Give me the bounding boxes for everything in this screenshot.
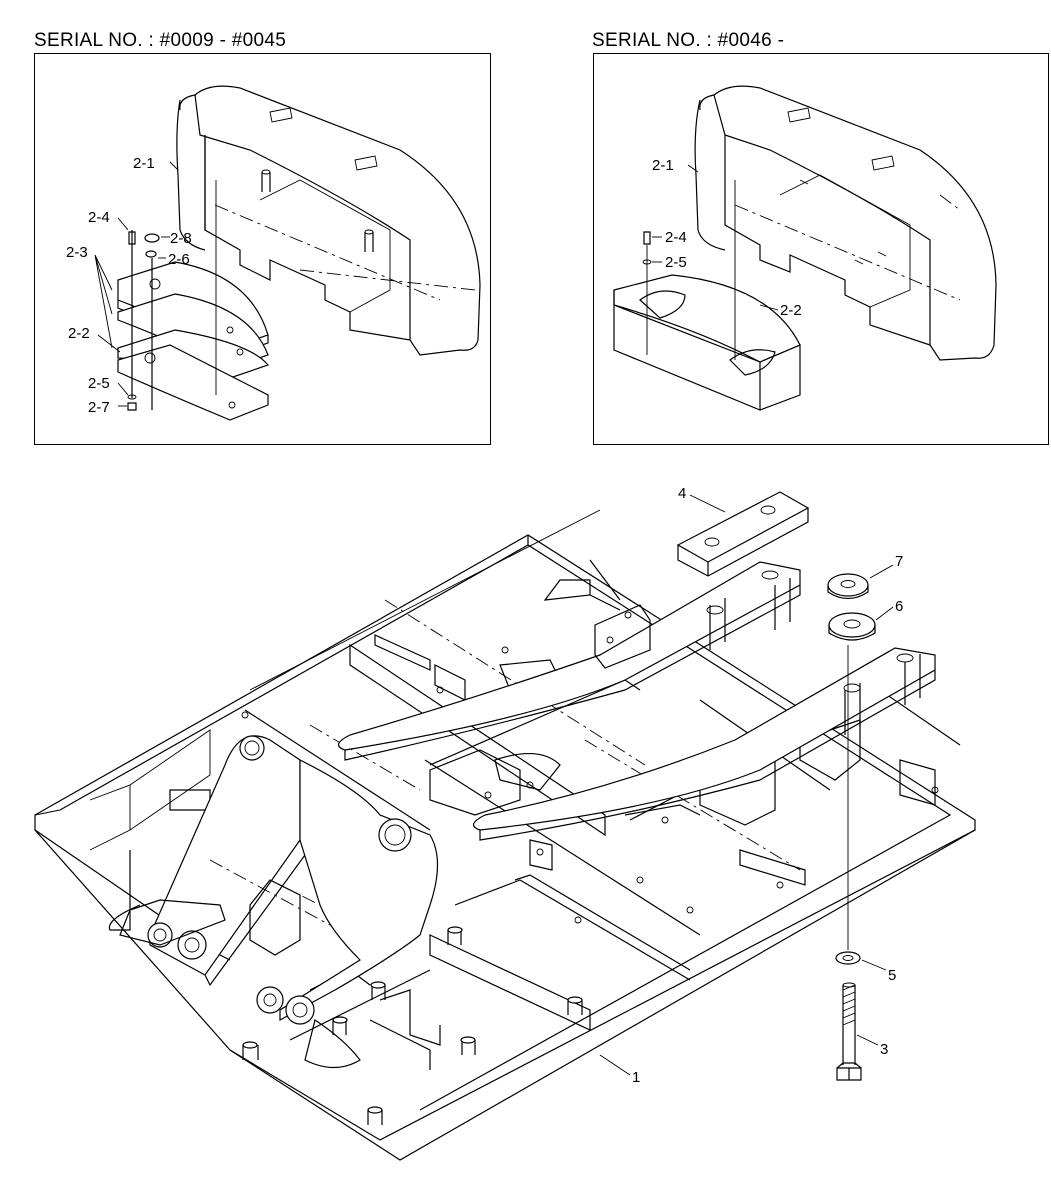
callout-left-2-7: 2-7 bbox=[88, 399, 110, 416]
detail-frame-right bbox=[593, 53, 1049, 445]
left-bolt-and-nut bbox=[127, 180, 217, 411]
callout-right-2-1: 2-1 bbox=[652, 157, 674, 174]
right-leaders bbox=[652, 164, 779, 311]
parts-5-6-7-hardware bbox=[827, 573, 876, 1081]
callout-right-2-5: 2-5 bbox=[665, 254, 687, 271]
upper-frame-outline bbox=[34, 509, 976, 1161]
callout-left-2-8: 2-8 bbox=[170, 230, 192, 247]
left-plates bbox=[117, 261, 270, 421]
callout-left-2-2: 2-2 bbox=[68, 325, 90, 342]
part-4-spacer bbox=[676, 491, 810, 577]
callout-main-6: 6 bbox=[895, 598, 903, 615]
callout-right-2-2: 2-2 bbox=[780, 302, 802, 319]
frame-posts bbox=[241, 646, 939, 1125]
right-bolt bbox=[642, 231, 652, 265]
serial-header-left: SERIAL NO. : #0009 - #0045 bbox=[34, 30, 287, 51]
right-block bbox=[613, 180, 801, 411]
callout-left-2-3: 2-3 bbox=[66, 244, 88, 261]
serial-header-right: SERIAL NO. : #0046 - bbox=[592, 30, 785, 51]
callout-main-3: 3 bbox=[880, 1041, 888, 1058]
callout-main-7: 7 bbox=[895, 553, 903, 570]
callout-left-2-1: 2-1 bbox=[133, 155, 155, 172]
callout-left-2-4: 2-4 bbox=[88, 209, 110, 226]
boom-bracket bbox=[119, 735, 439, 1025]
callout-main-5: 5 bbox=[888, 967, 896, 984]
callout-left-2-6: 2-6 bbox=[168, 251, 190, 268]
callout-left-2-5: 2-5 bbox=[88, 375, 110, 392]
swing-beams bbox=[338, 561, 936, 841]
left-leaders bbox=[94, 161, 179, 407]
callout-right-2-4: 2-4 bbox=[665, 229, 687, 246]
left-counterweight bbox=[176, 85, 481, 356]
main-leaders bbox=[599, 494, 894, 1076]
callout-main-1: 1 bbox=[632, 1069, 640, 1086]
callout-main-4: 4 bbox=[678, 485, 686, 502]
right-counterweight bbox=[694, 85, 997, 361]
detail-frame-left bbox=[34, 53, 491, 445]
